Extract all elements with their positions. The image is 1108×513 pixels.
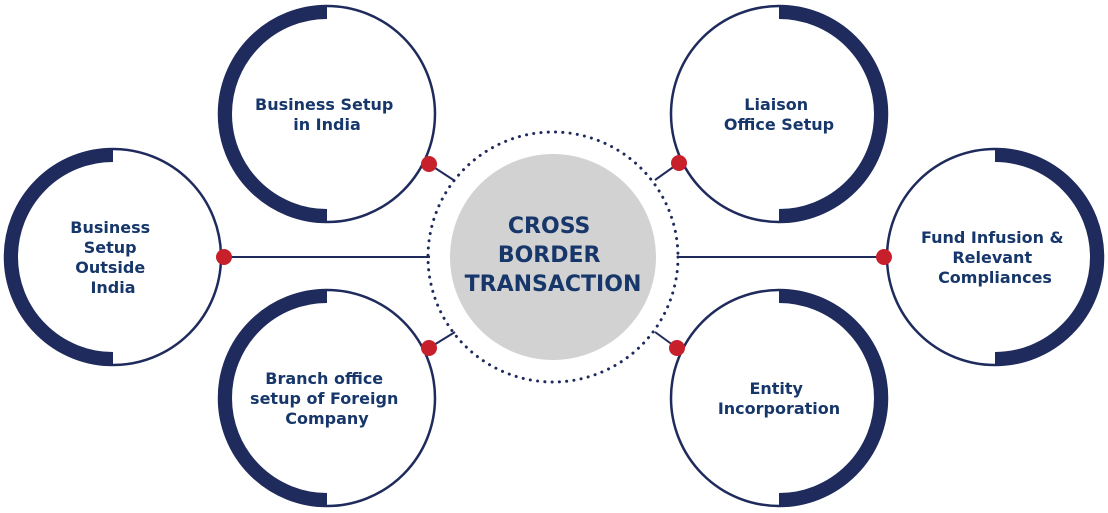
node-label-line: Relevant (952, 248, 1032, 267)
node-label: Business Setup Outside India (70, 218, 155, 297)
node-accent-arc (218, 289, 328, 507)
node-label-line: in India (293, 115, 361, 134)
node-branch-office-setup: Branch office setup of Foreign Company (217, 288, 437, 508)
node-business-setup-outside-india: Business Setup Outside India (3, 147, 232, 367)
node-fund-infusion: Fund Infusion & Relevant Compliances (876, 147, 1105, 367)
node-label-line: Compliances (938, 268, 1052, 287)
node-label-line: Business (70, 218, 150, 237)
connector-dot (421, 156, 437, 172)
node-label-line: Entity (749, 379, 803, 398)
node-label-line: Business Setup (255, 95, 393, 114)
center-label-line-2: BORDER (498, 243, 601, 268)
connector-dot (669, 340, 685, 356)
node-label: Fund Infusion & Relevant Compliances (921, 228, 1069, 287)
node-accent-arc (778, 5, 888, 223)
node-label-line: Incorporation (718, 399, 840, 418)
center-label-line-1: CROSS (508, 214, 591, 239)
node-entity-incorporation: Entity Incorporation (669, 288, 889, 508)
node-label: Business Setup in India (255, 95, 399, 134)
node-label-line: Branch office (265, 369, 383, 388)
connector-dot (216, 249, 232, 265)
node-label-line: Liaison (744, 95, 808, 114)
connector-dot (671, 155, 687, 171)
center-circle (450, 154, 656, 360)
node-label-line: India (90, 278, 135, 297)
node-label: Branch office setup of Foreign Company (250, 369, 404, 428)
node-accent-arc (218, 5, 328, 223)
center-label: CROSS BORDER TRANSACTION (465, 214, 642, 297)
node-label-line: Company (285, 409, 369, 428)
connector-dot (876, 249, 892, 265)
node-label: Entity Incorporation (718, 379, 840, 418)
center-label-line-3: TRANSACTION (465, 272, 642, 297)
node-business-setup-in-india: Business Setup in India (217, 4, 437, 224)
connector-dot (421, 340, 437, 356)
node-accent-arc (994, 148, 1104, 366)
node-label: Liaison Office Setup (724, 95, 834, 134)
node-label-line: Office Setup (724, 115, 834, 134)
node-label-line: Setup (84, 238, 137, 257)
node-label-line: Fund Infusion & (921, 228, 1064, 247)
node-label-line: Outside (75, 258, 145, 277)
node-liaison-office-setup: Liaison Office Setup (669, 4, 889, 224)
node-label-line: setup of Foreign (250, 389, 398, 408)
node-accent-arc (778, 289, 888, 507)
node-accent-arc (4, 148, 114, 366)
dotted-ring (426, 130, 680, 384)
